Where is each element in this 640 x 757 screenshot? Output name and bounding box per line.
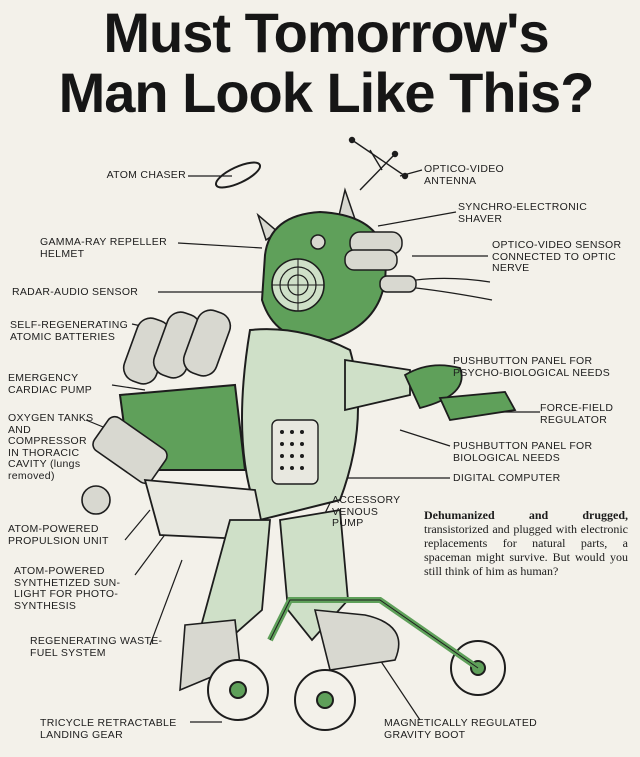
atomic-batteries xyxy=(122,309,232,385)
left-leg xyxy=(198,519,271,642)
label-force-field-regulator: FORCE-FIELD REGULATOR xyxy=(540,402,614,426)
label-gamma-ray-repeller-helmet: GAMMA-RAY REPELLER HELMET xyxy=(40,236,167,260)
gravity-boot xyxy=(313,609,400,671)
leader-propulsion xyxy=(124,509,151,541)
label-atom-powered-propulsion: ATOM-POWERED PROPULSION UNIT xyxy=(8,523,109,547)
leader-waste xyxy=(149,559,183,646)
leader-helmet xyxy=(177,242,263,249)
leader-shaver xyxy=(377,211,457,227)
antenna-wires xyxy=(348,136,409,191)
label-atom-chaser: ATOM CHASER xyxy=(106,169,186,181)
caption-body: transistorized and plugged with electron… xyxy=(424,522,628,578)
helmet-head xyxy=(256,187,493,342)
label-emergency-cardiac-pump: EMERGENCY CARDIAC PUMP xyxy=(8,372,93,396)
atom-chaser-ring xyxy=(214,161,262,189)
force-field-device xyxy=(438,391,517,421)
label-pushbutton-psycho: PUSHBUTTON PANEL FOR PSYCHO-BIOLOGICAL N… xyxy=(453,355,611,379)
digital-computer xyxy=(271,419,319,485)
page-title-line-2: Man Look Like This? xyxy=(58,61,595,124)
label-tricycle-landing-gear: TRICYCLE RETRACTABLE LANDING GEAR xyxy=(40,717,177,741)
propulsion-unit xyxy=(92,415,168,485)
arm xyxy=(344,358,411,412)
label-regenerating-waste: REGENERATING WASTE-FUEL SYSTEM xyxy=(30,635,163,659)
label-optico-video-sensor: OPTICO-VIDEO SENSOR CONNECTED TO OPTIC N… xyxy=(492,239,622,274)
label-gravity-boot: MAGNETICALLY REGULATED GRAVITY BOOT xyxy=(384,717,538,741)
label-self-regenerating-batteries: SELF-REGENERATING ATOMIC BATTERIES xyxy=(10,319,129,343)
label-synchro-electronic-shaver: SYNCHRO-ELECTRONIC SHAVER xyxy=(458,201,588,225)
label-accessory-venous-pump: ACCESSORY VENOUS PUMP xyxy=(332,494,401,529)
label-atom-powered-synthetized: ATOM-POWERED SYNTHETIZED SUN-LIGHT FOR P… xyxy=(14,565,121,612)
caption: Dehumanized and drugged, transistorized … xyxy=(424,508,628,578)
label-oxygen-tanks: OXYGEN TANKS AND COMPRESSOR IN THORACIC … xyxy=(8,412,94,482)
leader-cardiac xyxy=(111,384,146,391)
label-digital-computer: DIGITAL COMPUTER xyxy=(453,472,561,484)
label-optico-video-antenna: OPTICO-VIDEO ANTENNA xyxy=(424,163,505,187)
label-pushbutton-biological: PUSHBUTTON PANEL FOR BIOLOGICAL NEEDS xyxy=(453,440,593,464)
torso xyxy=(241,328,359,522)
leader-biological xyxy=(399,429,451,447)
leader-boot xyxy=(379,659,421,721)
caption-lead: Dehumanized and drugged, xyxy=(424,508,628,522)
page-title-line-1: Must Tomorrow's xyxy=(103,1,549,64)
label-radar-audio-sensor: RADAR-AUDIO SENSOR xyxy=(12,286,139,298)
